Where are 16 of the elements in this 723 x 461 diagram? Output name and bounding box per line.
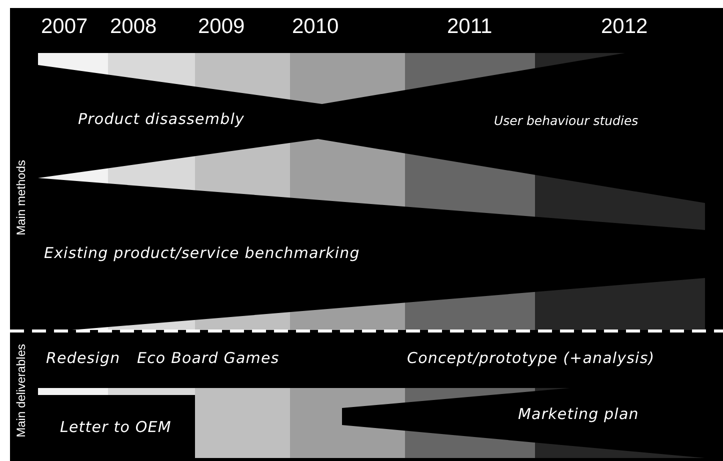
deliverable-label: Redesign: [46, 350, 120, 368]
deliverable-label: Eco Board Games: [137, 350, 280, 368]
method-label: User behaviour studies: [494, 114, 638, 128]
section-label: Main methods: [15, 160, 29, 236]
year-label: 2009: [198, 15, 245, 40]
deliverable-label: Marketing plan: [518, 406, 639, 424]
year-label: 2008: [110, 15, 157, 40]
year-label: 2007: [41, 15, 88, 40]
section-label: Main deliverables: [15, 344, 29, 438]
method-label: Existing product/service benchmarking: [44, 245, 360, 262]
year-label: 2010: [292, 15, 339, 40]
method-label: Product disassembly: [78, 111, 244, 128]
deliverable-label: Concept/prototype (+analysis): [407, 350, 655, 368]
deliverable-label: Letter to OEM: [60, 419, 172, 436]
year-label: 2011: [447, 15, 492, 40]
year-label: 2012: [601, 15, 648, 40]
